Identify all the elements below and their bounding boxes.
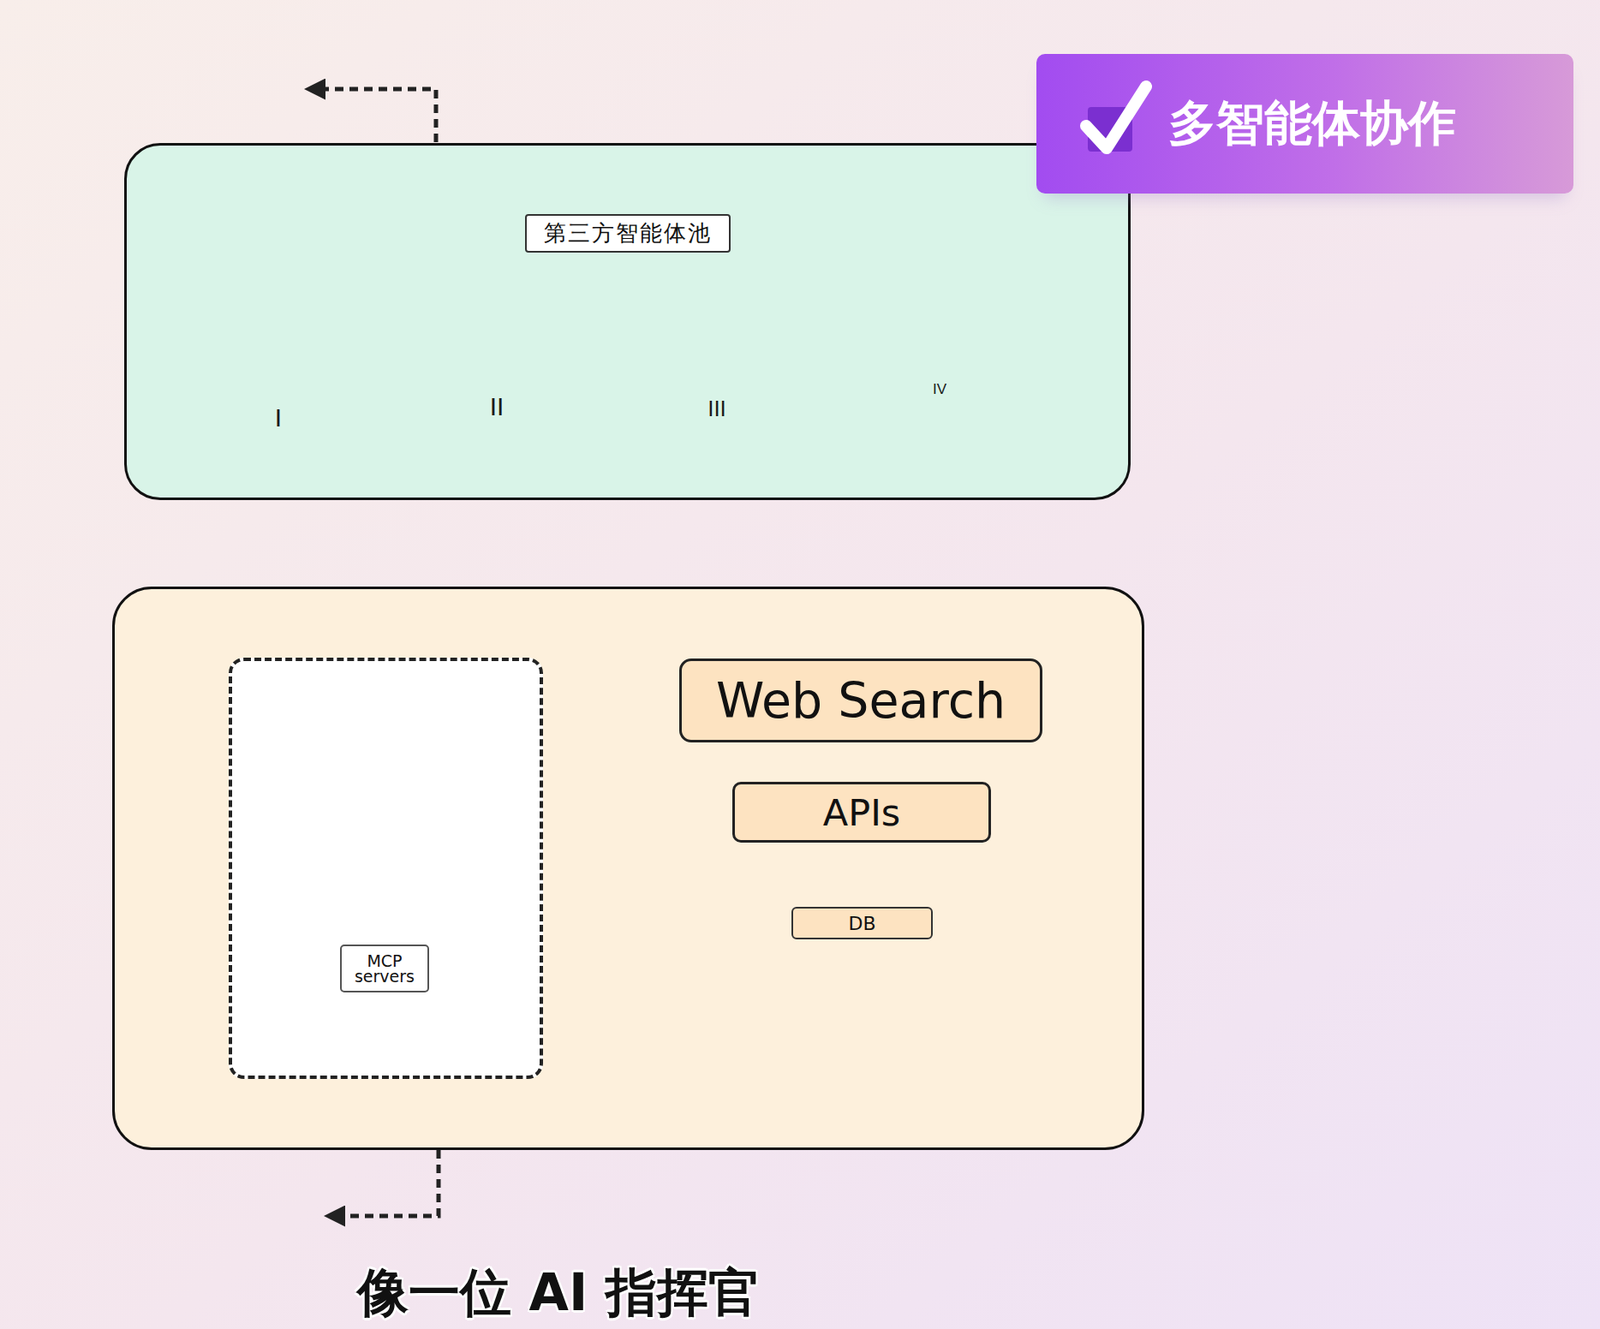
- check-icon: [1036, 53, 1157, 174]
- robot-numeral: IV: [932, 381, 947, 396]
- node-text: Web Search: [716, 672, 1006, 729]
- node-text: MCP servers: [348, 953, 421, 985]
- node-text: DB: [847, 913, 876, 935]
- robot-numeral: II: [489, 394, 505, 420]
- mcp-box: MCP servers: [340, 944, 430, 993]
- badge: 多智能体协作: [1036, 53, 1574, 194]
- node-text: APIs: [823, 791, 901, 835]
- tools-box: MCP servers Web SearchAPIsDB: [112, 586, 1145, 1151]
- tool-box: DB: [791, 907, 933, 940]
- node-text: 第三方智能体池: [525, 214, 731, 253]
- mcp-region: MCP servers: [228, 657, 544, 1080]
- robot-numeral: III: [707, 397, 727, 420]
- tool-box: Web Search: [679, 658, 1043, 743]
- tool-box: APIs: [732, 782, 992, 843]
- dashed-arrow: [321, 89, 436, 143]
- dashed-arrow: [340, 1150, 439, 1217]
- agent-pool-box: 第三方智能体池: [124, 143, 1131, 501]
- node-text: 多智能体协作: [1168, 91, 1457, 157]
- robot-numeral: I: [274, 405, 282, 431]
- caption: 像一位 AI 指挥官: [357, 1264, 761, 1321]
